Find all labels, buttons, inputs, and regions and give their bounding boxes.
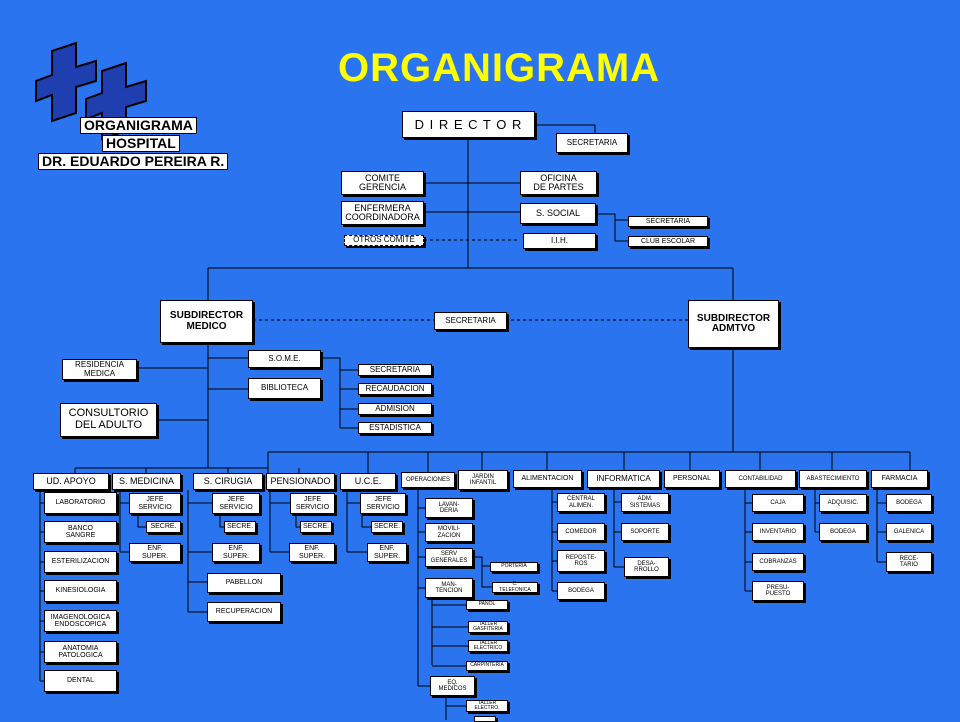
secre-uce-box: SECRE. (371, 521, 403, 533)
eq-medicos-box: EQ. MEDICOS (430, 676, 475, 696)
estadistica-box: ESTADISTICA (358, 422, 432, 434)
jefe-servicio-pensionado-box: JEFE SERVICIO (290, 493, 335, 514)
cobranzas-box: COBRANZAS (752, 553, 804, 571)
galenica-box: GALENICA (886, 523, 932, 541)
serv-generales-box: SERV GENERALES (425, 548, 473, 567)
uce-box: U.C.E. (340, 473, 396, 490)
informatica-box: INFORMATICA (587, 470, 660, 488)
movilizacion-box: MOVILI- ZACION (425, 523, 473, 542)
reposteros-box: REPOSTE- ROS (557, 550, 605, 572)
secretaria-ss-box: SECRETARIA (628, 216, 708, 227)
comedor-box: COMEDOR (557, 523, 605, 541)
bodega-alimentacion-box: BODEGA (557, 582, 605, 600)
adm-sistemas-box: ADM. SISTEMAS (621, 493, 669, 512)
s-cirugia-box: S. CIRUGIA (193, 473, 263, 490)
dental-box: DENTAL (44, 670, 117, 692)
inventario-box: INVENTARIO (752, 523, 804, 541)
partial-box-bottom (474, 716, 496, 722)
taller-electrico-box: TALLER ELECTRICO (468, 640, 508, 652)
porteria-box: PORTERIA (490, 562, 538, 572)
taller-electromedicina-box: TALLER ELECTRO. (466, 700, 508, 712)
hospital-logo (32, 31, 156, 141)
taller-gasfiteria-box: TALLER GASFITERIA (468, 621, 508, 633)
desarrollo-box: DESA- RROLLO (624, 557, 669, 577)
s-medicina-box: S. MEDICINA (112, 473, 181, 490)
oficina-partes-box: OFICINA DE PARTES (520, 171, 597, 195)
enfermera-coordinadora-box: ENFERMERA COORDINADORA (341, 201, 424, 225)
consultorio-adulto-box: CONSULTORIO DEL ADULTO (60, 403, 157, 437)
recuperacion-box: RECUPERACION (207, 602, 281, 622)
pabellon-box: PABELLON (207, 573, 281, 593)
jefe-servicio-uce-box: JEFE SERVICIO (360, 493, 406, 514)
caja-box: CAJA (752, 494, 804, 512)
panol-box: PAÑOL (466, 600, 508, 610)
mantencion-box: MAN- TENCION (425, 578, 473, 598)
enf-super-uce-box: ENF. SUPER. (367, 543, 407, 562)
jefe-servicio-medicina-box: JEFE SERVICIO (129, 493, 181, 514)
anatomia-patologica-box: ANATOMIA PATOLOGICA (44, 641, 117, 663)
subdirector-admtvo-box: SUBDIRECTOR ADMTVO (688, 300, 779, 348)
operaciones-box: OPERACIONES (401, 472, 455, 488)
enf-super-pensionado-box: ENF. SUPER. (289, 543, 335, 562)
secretaria-subdirectores-box: SECRETARIA (434, 312, 507, 330)
secre-medicina-box: SECRE. (146, 521, 181, 533)
presupuesto-box: PRESU- PUESTO (752, 581, 804, 601)
comite-gerencia-box: COMITE GERENCIA (341, 171, 424, 195)
hospital-label-line3: DR. EDUARDO PEREIRA R. (38, 153, 229, 170)
secretaria-some-box: SECRETARIA (358, 364, 432, 376)
admision-box: ADMISION (358, 403, 432, 415)
otros-comite-box: OTROS COMITE (344, 235, 424, 246)
kinesiologia-box: KINESIOLOGIA (44, 580, 117, 602)
banco-sangre-box: BANCO SANGRE (44, 521, 117, 543)
biblioteca-box: BIBLIOTECA (248, 378, 321, 399)
secre-cirugia-box: SECRE. (224, 521, 256, 533)
soporte-box: SOPORTE (621, 523, 669, 541)
carpinteria-box: CARPINTERIA (466, 661, 508, 671)
lavanderia-box: LAVAN- DERIA (425, 498, 473, 518)
director-box: D I R E C T O R (402, 111, 535, 138)
enf-super-medicina-box: ENF. SUPER. (129, 543, 181, 562)
hospital-label-line1: ORGANIGRAMA (80, 117, 197, 134)
abastecimiento-box: ABASTECIMIENTO (799, 470, 867, 488)
club-escolar-box: CLUB ESCOLAR (628, 236, 708, 247)
ud-apoyo-box: UD. APOYO (33, 473, 109, 490)
laboratorio-box: LABORATORIO (44, 492, 117, 514)
subdirector-medico-box: SUBDIRECTOR MEDICO (160, 300, 253, 343)
central-alimentacion-box: CENTRAL ALIMEN. (557, 493, 605, 512)
secretaria-director-box: SECRETARIA (556, 133, 628, 153)
residencia-medica-box: RESIDENCIA MEDICA (62, 359, 137, 380)
central-telefonica-box: C. TELEFONICA (492, 582, 538, 593)
secre-pensionado-box: SECRE. (300, 521, 332, 533)
pensionado-box: PENSIONADO (266, 473, 335, 490)
s-social-box: S. SOCIAL (520, 203, 596, 224)
jefe-servicio-cirugia-box: JEFE SERVICIO (212, 493, 260, 514)
alimentacion-box: ALIMENTACION (513, 470, 582, 488)
recetario-box: RECE- TARIO (886, 552, 932, 572)
contabilidad-box: CONTABILIDAD (725, 470, 796, 488)
recaudacion-box: RECAUDACION (358, 383, 432, 395)
some-box: S.O.M.E. (248, 350, 321, 368)
iih-box: I.I.H. (523, 233, 596, 249)
jardin-infantil-box: JARDIN INFANTIL (458, 470, 508, 490)
page-title: ORGANIGRAMA (338, 46, 661, 90)
farmacia-box: FARMACIA (871, 470, 928, 488)
adquisiciones-box: ADQUISIC. (819, 494, 867, 512)
imagenologica-box: IMAGENOLOGICA ENDOSCOPICA (44, 610, 117, 632)
enf-super-cirugia-box: ENF. SUPER. (212, 543, 260, 562)
bodega-farmacia-box: BODEGA (886, 494, 932, 512)
esterilizacion-box: ESTERILIZACION (44, 551, 117, 573)
bodega-abastecimiento-box: BODEGA (819, 523, 867, 541)
hospital-label-line2: HOSPITAL (102, 135, 180, 152)
personal-box: PERSONAL (664, 470, 720, 488)
